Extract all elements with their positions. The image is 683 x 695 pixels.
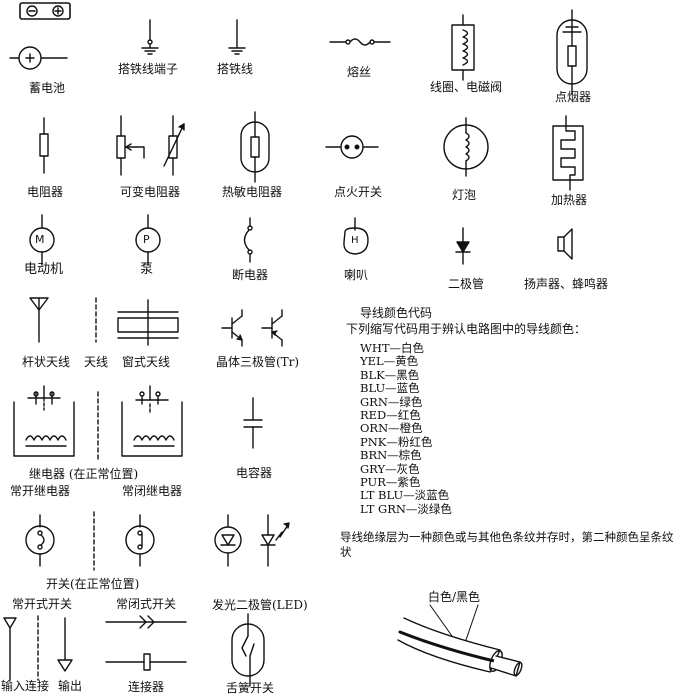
label-relay-title: 继电器 (在正常位置): [29, 467, 139, 481]
resistor-icon: [39, 117, 49, 174]
switch-normally-open-icon: [25, 514, 55, 567]
circuit-breaker-icon: [243, 217, 253, 263]
variable-resistor-icon: [116, 115, 185, 176]
color-code-item: BLK—黑色: [360, 367, 420, 382]
label-battery: 蓄电池: [29, 81, 66, 95]
speaker-buzzer-icon: [557, 228, 573, 260]
label-relay-normally-closed: 常闭继电器: [122, 484, 183, 498]
thermistor-icon: [240, 111, 270, 183]
color-code-item: PNK—粉红色: [360, 434, 433, 449]
color-codes-title: 导线颜色代码: [360, 306, 433, 320]
label-switch-title: 开关(在正常位置): [46, 577, 140, 591]
label-switch-normally-closed: 常闭式开关: [116, 597, 177, 611]
color-codes-note: 导线绝缘层为一种颜色或与其他色条纹并存时，第二种颜色呈条纹状: [340, 530, 674, 559]
label-switch-normally-open: 常开式开关: [12, 597, 73, 611]
input-connection-icon: [3, 615, 39, 681]
label-igniter: 点烟器: [555, 90, 592, 104]
label-relay-normally-open: 常开继电器: [10, 484, 71, 498]
label-fuse: 熔丝: [347, 65, 372, 79]
battery-icon: [9, 2, 71, 70]
label-ground-wire: 搭铁线: [217, 62, 254, 76]
color-code-item: LT BLU—淡蓝色: [360, 488, 450, 503]
diode-icon: [455, 227, 471, 265]
label-connector: 连接器: [128, 680, 165, 694]
motor-letter: M: [35, 233, 45, 246]
label-heater: 加热器: [551, 193, 588, 207]
pump-letter: P: [143, 233, 150, 246]
label-resistor: 电阻器: [27, 185, 64, 199]
label-speaker-buzzer: 扬声器、蜂鸣器: [524, 277, 609, 291]
wire-stripe-icon: [397, 604, 523, 677]
color-code-list: WHT—白色 YEL—黄色 BLK—黑色 BLU—蓝色 GRN—绿色 RED—红…: [360, 341, 452, 516]
label-horn: 喇叭: [344, 268, 369, 282]
color-code-item: YEL—黄色: [360, 354, 419, 369]
motor-icon: [29, 214, 55, 266]
color-code-item: ORN—橙色: [360, 421, 423, 436]
label-motor: 电动机: [24, 262, 64, 277]
ground-wire-icon: [228, 19, 246, 55]
color-code-item: LT GRN—淡绿色: [360, 501, 452, 516]
label-bulb: 灯泡: [452, 188, 477, 202]
label-led: 发光二极管(LED): [212, 598, 308, 612]
reed-switch-icon: [231, 613, 265, 687]
pump-icon: [135, 214, 161, 266]
label-reed-switch: 舌簧开关: [226, 681, 275, 695]
color-code-item: RED—红色: [360, 408, 421, 423]
label-capacitor: 电容器: [236, 466, 273, 480]
transistor-icon: [221, 309, 283, 347]
label-diode: 二极管: [448, 277, 485, 291]
ignition-switch-icon: [325, 135, 379, 159]
horn-icon: [343, 217, 369, 255]
coil-solenoid-icon: [451, 14, 475, 81]
output-icon: [57, 617, 73, 672]
color-code-item: BLU—蓝色: [360, 381, 420, 396]
relay-normally-closed-icon: [121, 385, 183, 457]
switch-normally-closed-icon: [125, 514, 155, 567]
connector-icon: [105, 615, 187, 671]
led-icon: [214, 514, 290, 567]
color-codes-intro: 下列缩写代码用于辨认电路图中的导线颜色：: [346, 322, 587, 336]
color-code-item: PUR—紫色: [360, 475, 421, 490]
label-ground-terminal: 搭铁线端子: [118, 62, 179, 76]
capacitor-icon: [243, 397, 263, 449]
label-input-connection: 输入连接: [1, 679, 50, 693]
color-code-item: GRN—绿色: [360, 394, 423, 409]
color-code-item: GRY—灰色: [360, 461, 420, 476]
color-code-item: WHT—白色: [360, 341, 425, 355]
label-pump: 泵: [140, 262, 154, 277]
label-transistor: 晶体三极管(Tr): [216, 355, 300, 369]
bulb-icon: [443, 117, 489, 177]
color-code-item: BRN—棕色: [360, 448, 422, 463]
label-coil-solenoid: 线圈、电磁阀: [430, 80, 503, 94]
label-circuit-breaker: 断电器: [232, 268, 269, 282]
heater-icon: [552, 115, 584, 191]
label-variable-resistor: 可变电阻器: [120, 185, 181, 199]
window-antenna-icon: [117, 299, 179, 346]
label-rod-antenna: 杆状天线: [22, 355, 71, 369]
rod-antenna-icon: [29, 297, 49, 343]
horn-letter: H: [351, 235, 359, 246]
label-output: 输出: [58, 679, 83, 693]
label-window-antenna: 窗式天线: [122, 355, 171, 369]
ground-terminal-icon: [141, 19, 159, 55]
relay-normally-open-icon: [13, 385, 75, 457]
label-antenna: 天线: [84, 355, 109, 369]
igniter-icon: [556, 9, 588, 95]
label-ignition-switch: 点火开关: [334, 185, 383, 199]
fuse-icon: [329, 38, 391, 46]
label-wire-stripe: 白色/黑色: [428, 590, 481, 604]
label-thermistor: 热敏电阻器: [222, 185, 283, 199]
